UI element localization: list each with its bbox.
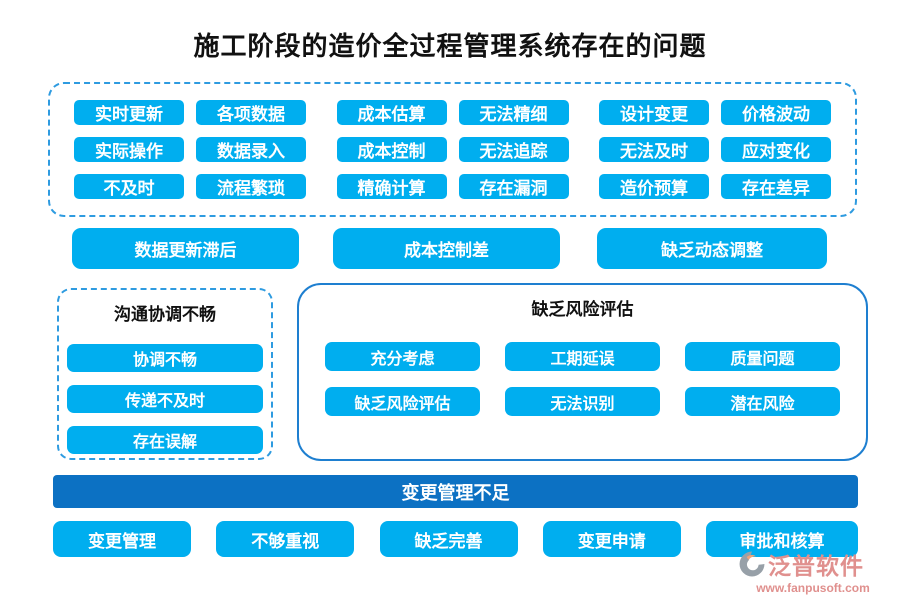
issue-button[interactable]: 无法精细 <box>458 100 569 125</box>
risk-item-button[interactable]: 缺乏风险评估 <box>325 387 480 416</box>
summary-button-dynamic-adjust[interactable]: 缺乏动态调整 <box>597 228 827 269</box>
summary-button-cost-control[interactable]: 成本控制差 <box>333 228 560 269</box>
issue-button[interactable]: 应对变化 <box>721 137 831 162</box>
page-title: 施工阶段的造价全过程管理系统存在的问题 <box>193 31 707 61</box>
issues-row-3: 不及时 流程繁琐 精确计算 存在漏洞 造价预算 存在差异 <box>74 174 831 199</box>
risk-item-button[interactable]: 无法识别 <box>505 387 660 416</box>
change-management-bar[interactable]: 变更管理不足 <box>53 475 858 508</box>
risk-row-2: 缺乏风险评估 无法识别 潜在风险 <box>325 387 840 416</box>
risk-row-1: 充分考虑 工期延误 质量问题 <box>325 342 840 371</box>
change-management-bar-label: 变更管理不足 <box>401 482 510 503</box>
issue-button[interactable]: 价格波动 <box>721 100 831 125</box>
fanpu-logo-icon <box>739 551 765 577</box>
summary-button-data-lag[interactable]: 数据更新滞后 <box>72 228 299 269</box>
risk-box-title: 缺乏风险评估 <box>531 300 634 319</box>
issue-button[interactable]: 精确计算 <box>336 174 447 199</box>
change-buttons-row: 变更管理 不够重视 缺乏完善 变更申请 审批和核算 <box>53 521 858 557</box>
issue-button[interactable]: 设计变更 <box>599 100 709 125</box>
risk-box: 缺乏风险评估 充分考虑 工期延误 质量问题 缺乏风险评估 无法识别 潜在风险 <box>297 283 868 461</box>
risk-item-button[interactable]: 充分考虑 <box>325 342 480 371</box>
issues-row-1: 实时更新 各项数据 成本估算 无法精细 设计变更 价格波动 <box>74 100 831 125</box>
risk-item-button[interactable]: 质量问题 <box>685 342 840 371</box>
change-item-button[interactable]: 缺乏完善 <box>379 521 518 557</box>
communication-box-title: 沟通协调不畅 <box>114 305 216 324</box>
issues-row-2: 实际操作 数据录入 成本控制 无法追踪 无法及时 应对变化 <box>74 137 831 162</box>
issues-group-box: 实时更新 各项数据 成本估算 无法精细 设计变更 价格波动 实际操作 数据录入 … <box>48 82 857 217</box>
watermark-brand: 泛普软件 <box>768 553 864 579</box>
summary-row: 数据更新滞后 成本控制差 缺乏动态调整 <box>53 228 858 269</box>
risk-item-button[interactable]: 潜在风险 <box>685 387 840 416</box>
risk-item-button[interactable]: 工期延误 <box>505 342 660 371</box>
issue-button[interactable]: 无法及时 <box>599 137 709 162</box>
issue-button[interactable]: 成本控制 <box>336 137 447 162</box>
communication-item-button[interactable]: 传递不及时 <box>67 385 263 413</box>
issue-button[interactable]: 流程繁琐 <box>196 174 306 199</box>
communication-item-button[interactable]: 协调不畅 <box>67 344 263 372</box>
communication-item-button[interactable]: 存在误解 <box>67 426 263 454</box>
communication-box: 沟通协调不畅 协调不畅 传递不及时 存在误解 <box>57 288 273 460</box>
issue-button[interactable]: 实际操作 <box>74 137 184 162</box>
issue-button[interactable]: 造价预算 <box>599 174 709 199</box>
issue-button[interactable]: 数据录入 <box>196 137 306 162</box>
issue-button[interactable]: 存在漏洞 <box>458 174 569 199</box>
change-item-button[interactable]: 不够重视 <box>216 521 355 557</box>
watermark: 泛普软件 www.fanpusoft.com <box>738 547 888 595</box>
watermark-url: www.fanpusoft.com <box>756 581 870 595</box>
issue-button[interactable]: 实时更新 <box>74 100 184 125</box>
change-item-button[interactable]: 变更管理 <box>53 521 191 557</box>
change-item-button[interactable]: 变更申请 <box>542 521 681 557</box>
issue-button[interactable]: 不及时 <box>74 174 184 199</box>
issue-button[interactable]: 各项数据 <box>196 100 306 125</box>
issue-button[interactable]: 无法追踪 <box>458 137 569 162</box>
issue-button[interactable]: 存在差异 <box>721 174 831 199</box>
change-item-button[interactable]: 审批和核算 <box>706 521 858 557</box>
issue-button[interactable]: 成本估算 <box>336 100 447 125</box>
